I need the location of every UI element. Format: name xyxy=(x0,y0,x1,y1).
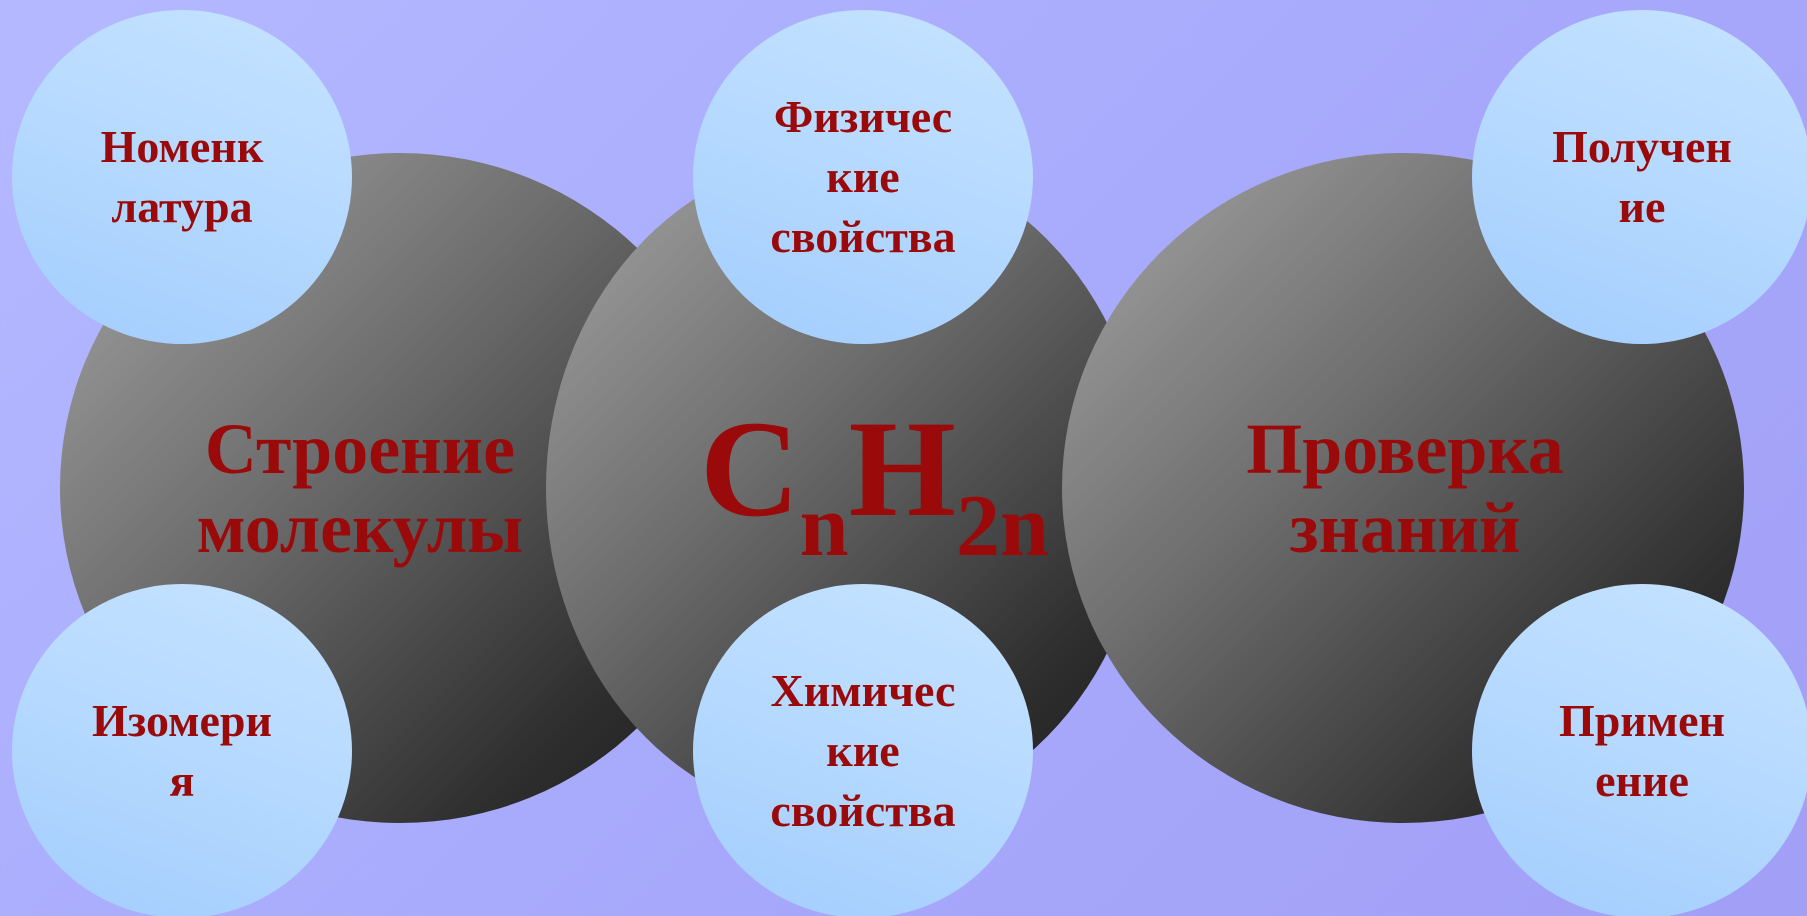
nomenclature-bubble[interactable]: Номенк латура xyxy=(12,10,352,344)
isomerism-bubble[interactable]: Изомери я xyxy=(12,584,352,916)
chemical-properties-bubble[interactable]: Химичес кие свойства xyxy=(693,584,1033,916)
formula-sub-2n: 2n xyxy=(955,478,1049,575)
structure-label-text: Строение молекулы xyxy=(196,409,524,569)
isomerism-label: Изомери я xyxy=(92,695,272,806)
formula-cnh2n: CnH2n xyxy=(700,400,1049,571)
physical-properties-label: Физичес кие свойства xyxy=(770,91,956,262)
physical-properties-bubble[interactable]: Физичес кие свойства xyxy=(693,10,1033,344)
nomenclature-label: Номенк латура xyxy=(100,121,264,232)
application-bubble[interactable]: Примен ение xyxy=(1472,584,1807,916)
structure-label[interactable]: Строение молекулы xyxy=(160,409,560,569)
application-label: Примен ение xyxy=(1558,695,1726,806)
formula-h: H xyxy=(848,392,956,545)
chemical-properties-label: Химичес кие свойства xyxy=(770,665,956,836)
formula-c: C xyxy=(700,392,800,545)
obtaining-label: Получен ие xyxy=(1552,121,1732,232)
knowledge-check-label[interactable]: Проверка знаний xyxy=(1200,409,1610,569)
obtaining-bubble[interactable]: Получен ие xyxy=(1472,10,1807,344)
formula-sub-n: n xyxy=(799,478,849,575)
knowledge-check-label-text: Проверка знаний xyxy=(1246,409,1564,569)
